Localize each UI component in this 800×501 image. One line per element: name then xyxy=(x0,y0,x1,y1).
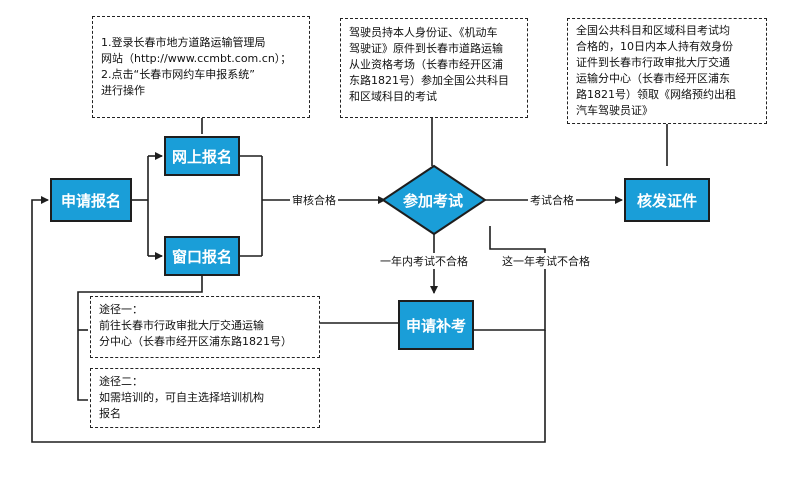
issue-note: 全国公共科目和区域科目考试均 合格的，10日内本人持有效身份 证件到长春市行政审… xyxy=(567,18,767,124)
exam-diamond xyxy=(381,164,487,236)
window-node: 窗口报名 xyxy=(164,236,240,276)
note-line: 从业资格考场（长春市经开区浦 xyxy=(349,58,503,71)
online-note: 1.登录长春市地方道路运输管理局 网站（http://www.ccmbt.com… xyxy=(92,16,310,118)
note-line: 途径一： xyxy=(99,303,143,316)
note-line: 全国公共科目和区域科目考试均 xyxy=(576,24,730,37)
note-line: 路1821号）领取《网络预约出租 xyxy=(576,88,736,101)
apply-node: 申请报名 xyxy=(50,178,132,222)
note-line: 前往长春市行政审批大厅交通运输 xyxy=(99,319,264,332)
edge-bottom-loop xyxy=(31,196,546,443)
note-line: 进行操作 xyxy=(101,84,145,97)
note-line: 证件到长春市行政审批大厅交通 xyxy=(576,56,730,69)
note-line: 合格的，10日内本人持有效身份 xyxy=(576,40,733,53)
edge-fail-this-year xyxy=(470,226,546,331)
edge-window-routes xyxy=(77,276,203,401)
retake-node: 申请补考 xyxy=(398,300,474,350)
issue-node: 核发证件 xyxy=(624,178,710,222)
fail-in-year-label: 一年内考试不合格 xyxy=(378,253,470,269)
note-line: 驾驶员持本人身份证、《机动车 xyxy=(349,26,498,39)
route1-note: 途径一： 前往长春市行政审批大厅交通运输 分中心（长春市经开区浦东路1821号） xyxy=(90,296,320,358)
note-line: 报名 xyxy=(99,407,121,420)
fail-this-year-label: 这一年考试不合格 xyxy=(500,253,592,269)
note-line: 分中心（长春市经开区浦东路1821号） xyxy=(99,335,292,348)
note-line: 途径二： xyxy=(99,375,143,388)
review-pass-label: 审核合格 xyxy=(290,192,338,208)
route2-note: 途径二： 如需培训的，可自主选择培训机构 报名 xyxy=(90,368,320,428)
note-line: 运输分中心（长春市经开区浦东 xyxy=(576,72,730,85)
exam-node-label: 参加考试 xyxy=(403,192,464,210)
online-node: 网上报名 xyxy=(164,136,240,176)
note-line: 东路1821号）参加全国公共科目 xyxy=(349,74,509,87)
note-line: 1.登录长春市地方道路运输管理局 xyxy=(101,36,266,49)
note-line: 驾驶证》原件到长春市道路运输 xyxy=(349,42,503,55)
note-line: 2.点击“长春市网约车申报系统” xyxy=(101,68,255,81)
note-line: 和区域科目的考试 xyxy=(349,90,437,103)
note-line: 汽车驾驶员证》 xyxy=(576,104,653,117)
exam-pass-label: 考试合格 xyxy=(528,192,576,208)
exam-note: 驾驶员持本人身份证、《机动车 驾驶证》原件到长春市道路运输 从业资格考场（长春市… xyxy=(340,18,528,118)
note-line: 如需培训的，可自主选择培训机构 xyxy=(99,391,264,404)
note-line: 网站（http://www.ccmbt.com.cn）； xyxy=(101,52,292,65)
